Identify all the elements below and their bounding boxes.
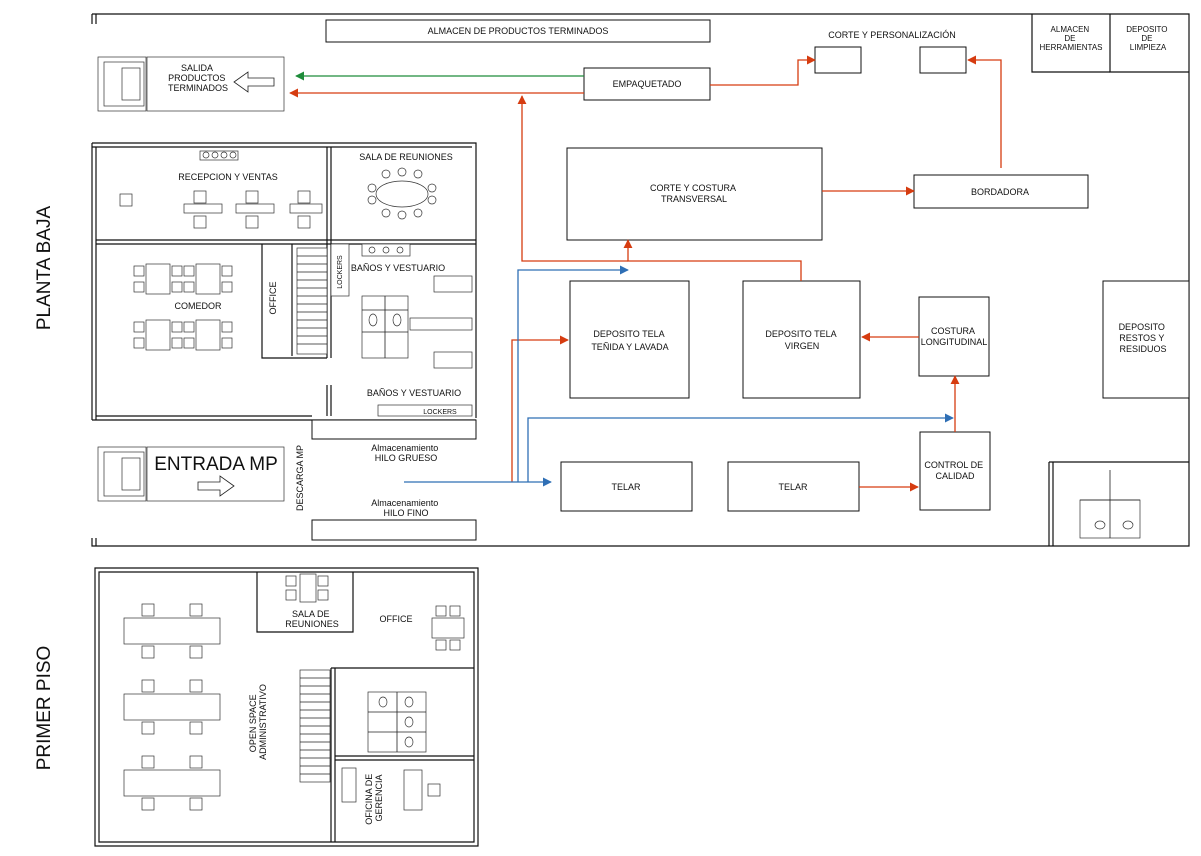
bathroom-fixtures-ground	[330, 243, 473, 417]
banos-label-2: BAÑOS Y VESTUARIO	[367, 388, 461, 398]
deposito-tenida-box	[569, 280, 690, 399]
sala-reuniones-label: SALA DE REUNIONES	[359, 152, 453, 162]
deposito-restos-box	[1102, 280, 1190, 399]
deposito-restos-label: DEPOSITO RESTOS Y RESIDUOS	[1119, 322, 1168, 354]
empaquetado-box	[583, 67, 711, 101]
telar-2-box	[727, 461, 860, 512]
corte-personalizacion-desk-1	[814, 46, 862, 74]
telar-1-box	[560, 461, 693, 512]
almacen-herramientas-label: ALMACEN DE HERRAMIENTAS	[1040, 25, 1103, 52]
comedor-label: COMEDOR	[175, 301, 223, 311]
stairs-ground	[296, 247, 328, 355]
first-floor-label: PRIMER PISO	[34, 646, 55, 771]
meeting-room-furniture	[367, 167, 437, 220]
almacen-terminados-label: ALMACEN DE PRODUCTOS TERMINADOS	[428, 26, 609, 36]
bordadora-label: BORDADORA	[971, 187, 1029, 197]
hilo-fino-rack	[311, 519, 477, 541]
control-calidad-label: CONTROL DE CALIDAD	[924, 460, 985, 481]
flow-arrows	[289, 55, 1002, 492]
first-office-label: OFFICE	[380, 614, 413, 624]
truck-exit	[97, 56, 285, 112]
recepcion-label: RECEPCION Y VENTAS	[178, 172, 278, 182]
open-space-label: OPEN SPACE ADMINISTRATIVO	[248, 684, 268, 760]
deposito-tenida-label: DEPOSITO TELA TEÑIDA Y LAVADA	[591, 329, 668, 352]
corte-personalizacion-label: CORTE Y PERSONALIZACIÓN	[828, 30, 956, 40]
reception-furniture	[119, 150, 323, 229]
telar-2-label: TELAR	[778, 482, 808, 492]
costura-longitudinal-label: COSTURA LONGITUDINAL	[921, 326, 988, 347]
truck-entry	[97, 446, 285, 502]
deposito-virgen-box	[742, 280, 861, 399]
almacen-terminados-box	[325, 19, 711, 43]
lockers-label-1: LOCKERS	[337, 255, 344, 289]
exit-arrow-icon	[233, 71, 275, 93]
deposito-limpieza-label: DEPOSITO DE LIMPIEZA	[1126, 25, 1169, 52]
telar-1-label: TELAR	[611, 482, 641, 492]
hilo-fino-label: Almacenamiento HILO FINO	[371, 498, 441, 518]
first-sala-reuniones-label: SALA DE REUNIONES	[285, 609, 339, 629]
ground-floor-label: PLANTA BAJA	[34, 206, 55, 331]
bordadora-box	[913, 174, 1089, 209]
first-floor-walls	[94, 567, 479, 847]
empaquetado-label: EMPAQUETADO	[613, 79, 682, 89]
deposito-virgen-label: DEPOSITO TELA VIRGEN	[765, 329, 838, 351]
storage-bathroom-fixtures	[1079, 470, 1141, 539]
salida-label: SALIDA PRODUCTOS TERMINADOS	[168, 63, 228, 93]
entrada-label: ENTRADA MP	[154, 454, 278, 475]
control-calidad-box	[919, 431, 991, 511]
dining-furniture	[133, 263, 233, 351]
corte-personalizacion-desk-2	[919, 46, 967, 74]
entry-arrow-icon	[197, 475, 235, 497]
lockers-label-2: LOCKERS	[423, 409, 457, 416]
hilo-grueso-label: Almacenamiento HILO GRUESO	[371, 443, 441, 463]
oficina-gerencia-label: OFICINA DE GERENCIA	[364, 771, 384, 825]
corte-costura-box	[566, 147, 823, 241]
costura-longitudinal-box	[918, 296, 990, 377]
corte-costura-label: CORTE Y COSTURA TRANSVERSAL	[650, 183, 738, 204]
office-label: OFFICE	[268, 282, 278, 315]
ground-floor-walls	[91, 13, 1190, 547]
hilo-grueso-rack	[311, 419, 477, 440]
descarga-label: DESCARGA MP	[295, 445, 305, 511]
banos-label-1: BAÑOS Y VESTUARIO	[351, 263, 445, 273]
first-floor-furniture	[123, 573, 465, 811]
